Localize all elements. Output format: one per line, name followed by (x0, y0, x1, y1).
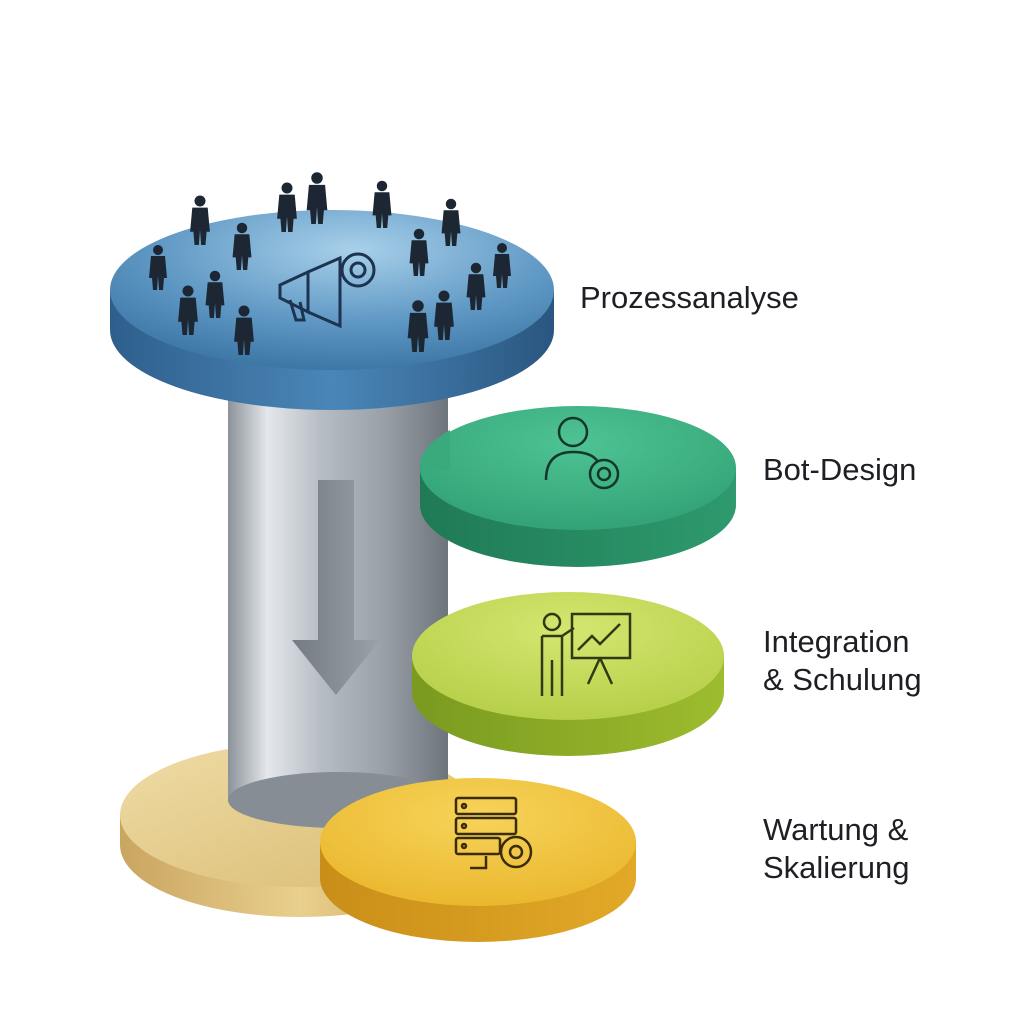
stage-disk-prozessanalyse (110, 172, 554, 410)
presentation-board-icon (540, 612, 632, 696)
user-gear-icon (544, 416, 620, 490)
server-gear-icon (454, 796, 533, 870)
stage-disk-bot-design (419, 406, 736, 567)
stage-disk-integration-schulung (412, 592, 724, 756)
stage-label-line: & Schulung (763, 662, 922, 697)
down-arrow (292, 480, 380, 695)
stage-label-line: Wartung & (763, 812, 909, 847)
stage-label-line: Prozessanalyse (580, 280, 799, 315)
stage-label-line: Integration (763, 624, 910, 659)
stage-label-wartung-skalierung: Wartung & Skalierung (763, 811, 909, 887)
stage-label-bot-design: Bot-Design (763, 451, 916, 489)
stage-label-line: Skalierung (763, 850, 910, 885)
stage-disk-wartung-skalierung (320, 778, 636, 942)
megaphone-gear-icon (278, 252, 376, 329)
stage-label-integration-schulung: Integration & Schulung (763, 623, 922, 699)
stage-label-prozessanalyse: Prozessanalyse (580, 279, 799, 317)
stage-label-line: Bot-Design (763, 452, 917, 487)
